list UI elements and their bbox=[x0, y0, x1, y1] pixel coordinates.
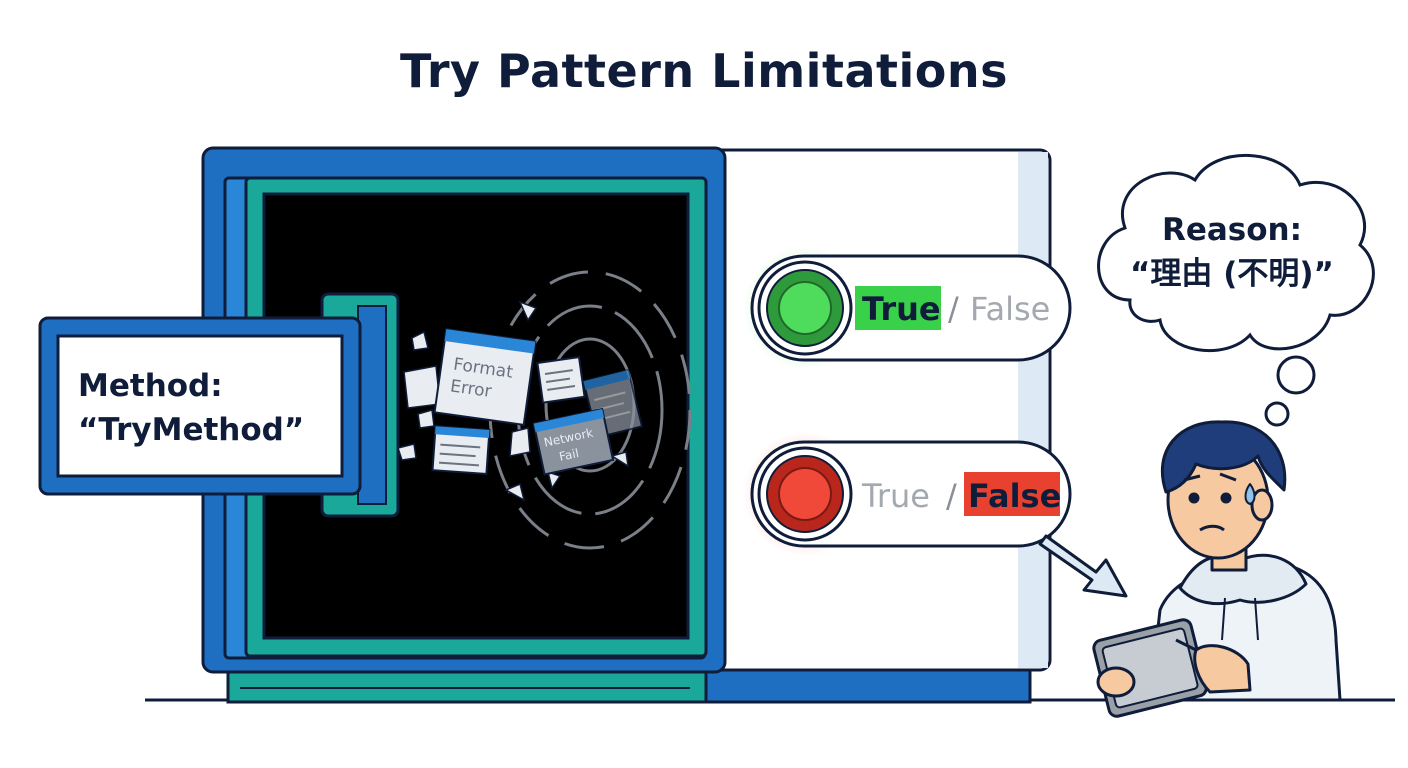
false-label: False bbox=[970, 290, 1050, 328]
method-label: Method: bbox=[78, 368, 223, 404]
true-label: True bbox=[861, 477, 930, 515]
arrow-icon bbox=[1038, 534, 1128, 598]
thought-line1: Reason: bbox=[1162, 212, 1302, 248]
paper-scraps bbox=[397, 300, 629, 502]
result-false: True / False bbox=[743, 432, 1072, 556]
document-format-error: Format Error bbox=[433, 328, 537, 426]
page-title: Try Pattern Limitations bbox=[400, 44, 1008, 98]
separator: / bbox=[948, 290, 959, 328]
document-lined bbox=[431, 425, 491, 475]
document-small bbox=[536, 356, 586, 404]
thought-bubble: Reason: “理由 (不明)” bbox=[1097, 153, 1375, 427]
result-panel bbox=[698, 148, 1052, 704]
network-fail-line2: Fail bbox=[558, 446, 580, 464]
document-network-fail: Network Fail bbox=[532, 407, 615, 476]
method-value: “TryMethod” bbox=[78, 412, 304, 448]
method-card: Method: “TryMethod” bbox=[38, 316, 362, 496]
thought-line2: “理由 (不明)” bbox=[1130, 256, 1334, 292]
true-label-highlighted: True bbox=[862, 290, 941, 328]
separator: / bbox=[946, 477, 957, 515]
result-true: True / False bbox=[743, 246, 1072, 370]
confused-person bbox=[1092, 420, 1342, 718]
false-label-highlighted: False bbox=[968, 477, 1061, 515]
